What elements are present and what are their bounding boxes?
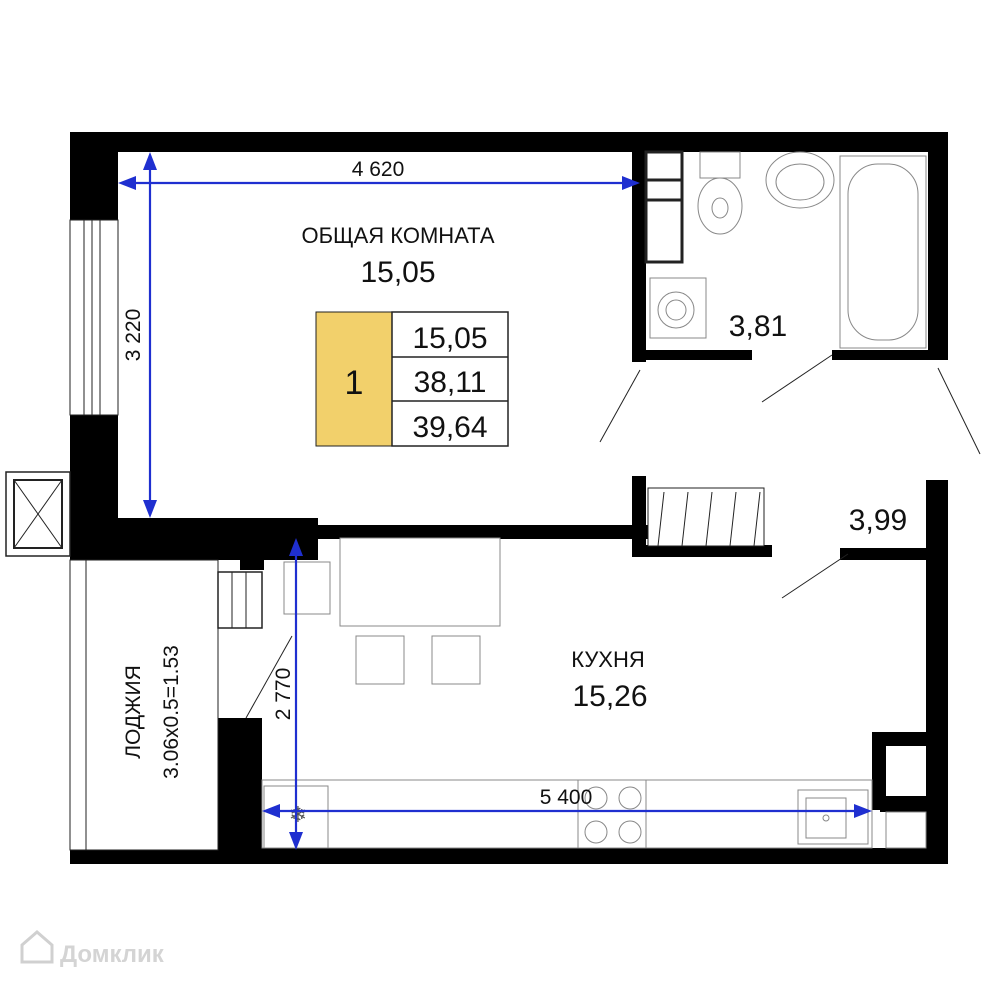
snowflake-icon: ❄	[289, 803, 307, 828]
stove-icon	[577, 779, 647, 849]
entry-shelf	[217, 571, 263, 629]
summary-total-with-loggia: 39,64	[412, 411, 487, 444]
bathroom-area: 3,81	[729, 310, 787, 343]
dimension-kitchen-width: 5 400	[540, 786, 593, 809]
living-room-area: 15,05	[360, 256, 435, 289]
right-cabinet	[885, 811, 927, 849]
house-logo-icon	[20, 930, 54, 964]
washbasin-icon	[765, 151, 835, 209]
loggia-formula: 3.06x0.5=1.53	[160, 645, 183, 779]
dimension-arrows	[118, 152, 872, 850]
area-summary-table: 1 15,05 38,11 39,64	[315, 311, 509, 447]
rooms-count: 1	[345, 364, 364, 402]
hall-area: 3,99	[849, 504, 907, 537]
loggia	[69, 559, 219, 851]
loggia-name: ЛОДЖИЯ	[122, 665, 145, 759]
dimension-kitchen-depth: 2 770	[272, 668, 295, 721]
left-window	[69, 219, 119, 416]
summary-living-area: 15,05	[412, 322, 487, 355]
living-room-name: ОБЩАЯ КОМНАТА	[301, 223, 494, 248]
dimension-living-depth: 3 220	[122, 309, 145, 362]
walls	[70, 132, 948, 864]
kitchen-name: КУХНЯ	[571, 647, 645, 672]
kitchen-counter: ❄	[261, 779, 873, 849]
wardrobe	[647, 487, 765, 547]
sink-icon	[797, 789, 869, 845]
door-swings	[245, 354, 981, 719]
kitchen-area: 15,26	[572, 680, 647, 713]
summary-total-area: 38,11	[414, 366, 487, 399]
toilet-icon	[697, 151, 743, 235]
watermark: Домклик	[20, 930, 165, 968]
washing-machine-icon	[649, 277, 707, 339]
bathroom-fixtures	[644, 150, 927, 349]
dimension-living-width: 4 620	[352, 158, 405, 181]
bathtub-icon	[839, 155, 927, 349]
ac-unit-icon	[5, 471, 71, 557]
watermark-text: Домклик	[60, 941, 165, 968]
dining-set	[283, 537, 501, 685]
